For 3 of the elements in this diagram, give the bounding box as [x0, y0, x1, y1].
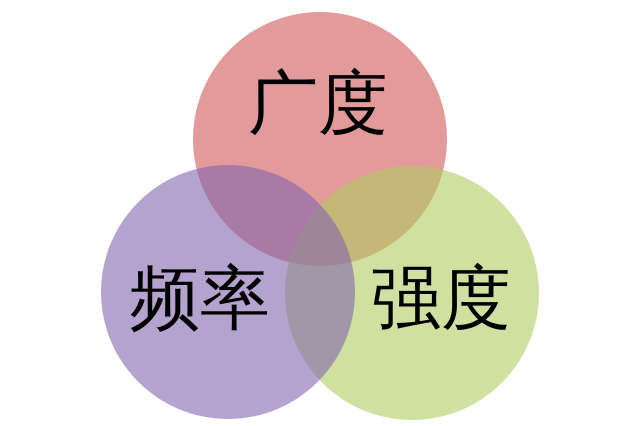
circle-label: 强度 [371, 263, 511, 333]
circle-label: 频率 [130, 263, 270, 333]
circle-label: 广度 [248, 68, 388, 138]
